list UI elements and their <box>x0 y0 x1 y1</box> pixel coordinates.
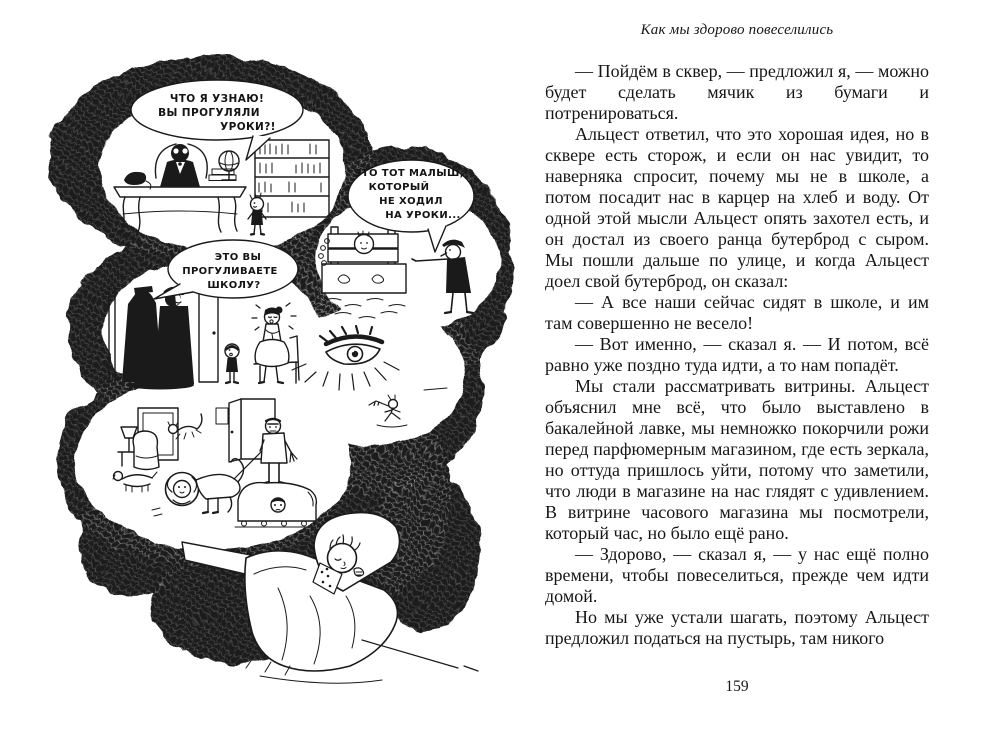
bubble-2-line-3: НЕ ХОДИЛ <box>379 196 443 207</box>
paragraph: Мы стали рассматривать витрины. Альцест … <box>545 376 929 543</box>
bubble-2-line-4: НА УРОКИ... <box>385 210 460 221</box>
cat <box>124 171 147 185</box>
page-number: 159 <box>725 678 749 695</box>
bubble-2-line-2: КОТОРЫЙ <box>369 180 430 193</box>
door <box>198 286 219 383</box>
running-boy <box>387 398 399 410</box>
dream-illustration: ЧТО Я УЗНАЮ! ВЫ ПРОГУЛЯЛИ УРОКИ?! ЭТО ТО… <box>48 56 514 684</box>
tears <box>251 302 297 331</box>
armchair <box>132 430 160 471</box>
running-header: Как мы здорово повеселились <box>640 22 834 38</box>
paragraph: Но мы уже устали шагать, поэтому Альцест… <box>545 607 929 648</box>
gendarme-1 <box>122 291 162 382</box>
scene-pillory <box>318 226 475 319</box>
speech-bubbles: ЧТО Я УЗНАЮ! ВЫ ПРОГУЛЯЛИ УРОКИ?! ЭТО ТО… <box>130 79 475 300</box>
bubble-3-line-1: ЭТО ВЫ <box>215 252 262 263</box>
schoolboy-head <box>249 196 265 212</box>
scene-headmaster-office <box>113 139 330 236</box>
leash <box>233 450 263 480</box>
bubble-1-line-1: ЧТО Я УЗНАЮ! <box>170 93 264 105</box>
paragraph: — Пойдём в сквер, — предложил я, — можно… <box>545 61 929 123</box>
scene-bed <box>181 511 479 684</box>
gendarme-2 <box>154 306 194 384</box>
dog <box>112 470 124 482</box>
scene-gendarmes <box>108 286 300 390</box>
speech-bubble-headmaster: ЧТО Я УЗНАЮ! ВЫ ПРОГУЛЯЛИ УРОКИ?! <box>130 79 304 161</box>
speech-bubble-gendarmes: ЭТО ВЫ ПРОГУЛИВАЕТЕ ШКОЛУ? <box>153 239 299 300</box>
jumping-cat <box>167 423 179 435</box>
paragraph: Альцест ответил, что это хорошая идея, н… <box>545 124 929 291</box>
bubble-1-line-3: УРОКИ?! <box>220 121 276 133</box>
bubble-1-line-2: ВЫ ПРОГУЛЯЛИ <box>158 107 260 119</box>
pointing-man-head <box>444 243 462 261</box>
bubble-3-line-2: ПРОГУЛИВАЕТЕ <box>182 266 278 277</box>
speech-bubble-passerby: ЭТО ТОТ МАЛЫШ, КОТОРЫЙ НЕ ХОДИЛ НА УРОКИ… <box>347 159 475 253</box>
lion-face <box>172 479 192 499</box>
sleeping-boy-head <box>326 542 358 574</box>
paragraph: — Вот именно, — сказал я. — И потом, всё… <box>545 334 929 375</box>
scene-lion-room <box>112 398 318 528</box>
paragraph: — А все наши сейчас сидят в школе, и им … <box>545 292 929 333</box>
boy-in-stocks <box>353 233 375 255</box>
scene-eye <box>291 324 448 428</box>
lion-body <box>195 473 241 500</box>
bookshelf <box>254 139 330 218</box>
eye-rays <box>291 361 400 391</box>
paragraph: — Здорово, — сказал я, — у нас ещё полно… <box>545 544 929 606</box>
text-page: Как мы здорово повеселились — Пойдём в с… <box>545 22 929 649</box>
bubble-3-line-3: ШКОЛУ? <box>207 280 260 291</box>
desk <box>113 186 247 198</box>
pajama-sleeve <box>312 562 343 595</box>
bubble-2-line-1: ЭТО ТОТ МАЛЫШ, <box>354 168 464 179</box>
lion-tail <box>230 458 245 483</box>
